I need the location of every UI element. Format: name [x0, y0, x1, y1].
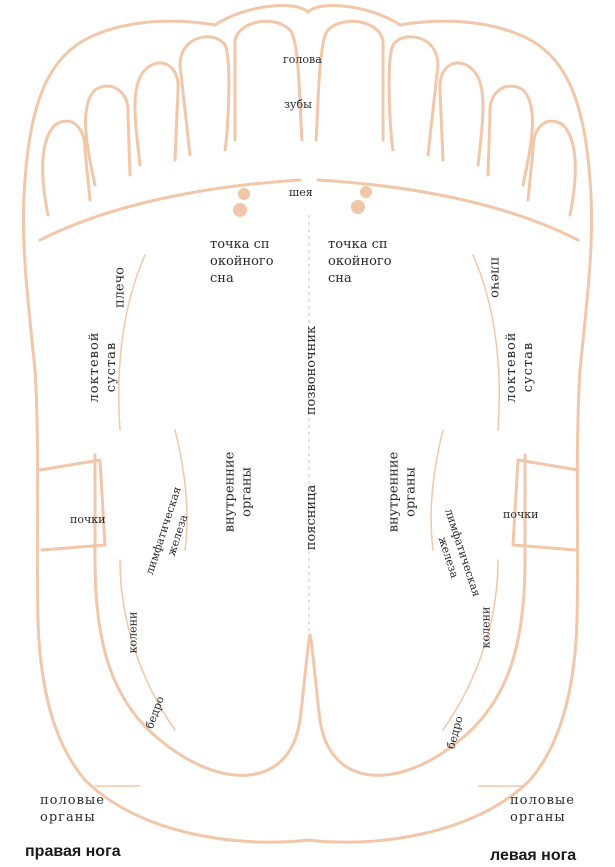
left-elbow-line2: сустав	[520, 317, 537, 417]
teeth-label: зубы	[284, 97, 312, 112]
left-kidney-notch	[513, 460, 578, 550]
right-big-toe	[235, 21, 302, 140]
left-toe-5	[528, 121, 575, 215]
outer-foot-outline	[23, 6, 591, 843]
left-genitals-line1: половые	[510, 792, 575, 809]
right-neck-dot-lower	[233, 203, 247, 217]
right-genitals-line2: органы	[40, 809, 105, 826]
right-kidneys-label: почки	[70, 512, 105, 527]
neck-label: шея	[289, 185, 313, 200]
right-sleep-point-line3: сна	[210, 270, 274, 287]
right-elbow-label: локтевой сустав	[86, 312, 120, 422]
right-foot-caption: правая нога	[25, 843, 121, 861]
left-shoulder-label: плечо	[488, 248, 503, 308]
left-genitals-line2: органы	[510, 809, 575, 826]
left-toe-4	[488, 86, 532, 185]
right-shoulder-label: плечо	[113, 258, 128, 318]
right-sleep-point-label: точка сп окойного сна	[210, 236, 274, 287]
right-transverse-line	[40, 180, 300, 240]
right-sleep-point-line1: точка сп	[210, 236, 274, 253]
right-knees-label: колени	[126, 608, 141, 658]
left-sleep-point-line2: окойного	[328, 253, 392, 270]
left-toe-2	[389, 37, 438, 155]
left-neck-dot-lower	[351, 200, 365, 214]
right-toe-3	[135, 63, 178, 165]
right-neck-dot-upper	[238, 188, 250, 200]
left-sleep-point-line3: сна	[328, 270, 392, 287]
right-internal-organs-label: внутренние органы	[222, 450, 256, 535]
lower-back-label: поясница	[304, 480, 319, 555]
head-label: голова	[283, 52, 322, 67]
left-big-toe	[316, 21, 383, 140]
left-sleep-point-label: точка сп окойного сна	[328, 236, 392, 287]
right-toe-5	[43, 121, 90, 215]
right-sleep-point-line2: окойного	[210, 253, 274, 270]
left-genitals-label: половые органы	[510, 792, 575, 826]
left-internal-organs-label: внутренние органы	[386, 450, 420, 535]
left-neck-dot-upper	[360, 186, 372, 198]
right-genitals-label: половые органы	[40, 792, 105, 826]
right-toe-4	[86, 86, 130, 185]
right-elbow-line2: сустав	[103, 312, 120, 422]
left-foot-caption: левая нога	[490, 847, 576, 865]
right-elbow-line1: локтевой	[86, 312, 103, 422]
left-elbow-line1: локтевой	[503, 317, 520, 417]
left-elbow-label: локтевой сустав	[503, 317, 537, 417]
left-kidneys-label: почки	[503, 507, 538, 522]
left-toe-3	[440, 63, 483, 165]
spine-label: позвоночник	[304, 323, 319, 418]
right-internal-line2: органы	[239, 450, 256, 535]
right-toe-2	[180, 37, 229, 155]
right-internal-line1: внутренние	[222, 450, 239, 535]
left-sleep-point-line1: точка сп	[328, 236, 392, 253]
right-genitals-line1: половые	[40, 792, 105, 809]
left-internal-line2: органы	[403, 450, 420, 535]
left-internal-line1: внутренние	[386, 450, 403, 535]
left-knees-label: колени	[479, 603, 494, 653]
